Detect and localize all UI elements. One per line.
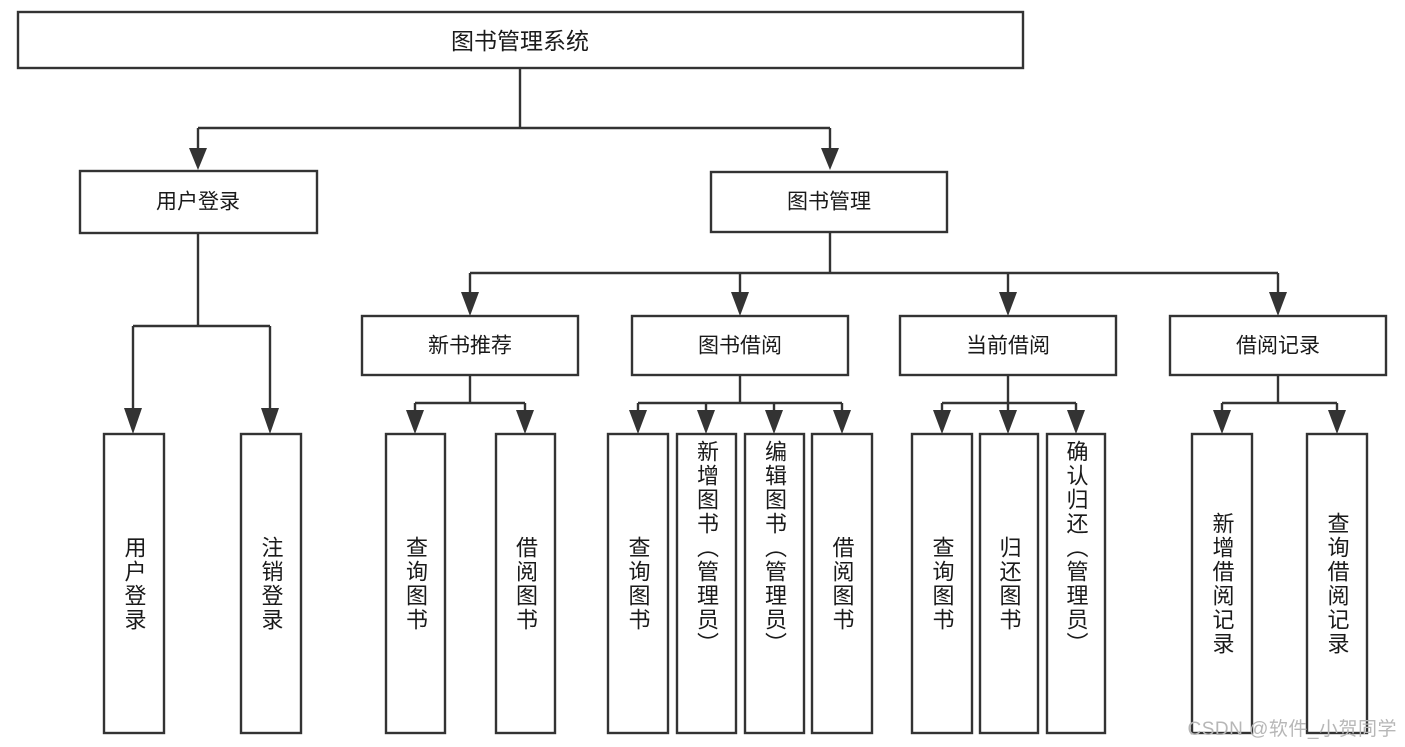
leaf-borrow-book-2-box[interactable]: [810, 432, 874, 735]
connector-currentborrow-to-leaves: [933, 375, 1085, 434]
arrow-head-icon: [516, 410, 534, 434]
node-user-login[interactable]: 用户登录: [78, 169, 319, 235]
node-current-borrow-box[interactable]: [898, 314, 1118, 377]
arrow-head-icon: [261, 408, 279, 434]
node-book-manage[interactable]: 图书管理: [709, 170, 949, 234]
arrow-head-icon: [461, 292, 479, 316]
leaf-user-login-box[interactable]: [102, 432, 166, 735]
node-root-box[interactable]: [16, 10, 1025, 70]
watermark-text: CSDN @软件_小贺同学: [1187, 719, 1397, 740]
leaf-edit-book-box[interactable]: [743, 432, 806, 735]
node-root-label: 图书管理系统: [451, 28, 589, 54]
leaf-query-record-box[interactable]: [1305, 432, 1369, 735]
node-current-borrow-label: 当前借阅: [966, 335, 1050, 358]
connector-bookmanage-to-level3: [461, 232, 1287, 316]
arrow-head-icon: [1328, 410, 1346, 434]
node-book-manage-box[interactable]: [709, 170, 949, 234]
node-borrow-record-box[interactable]: [1168, 314, 1388, 377]
node-user-login-box[interactable]: [78, 169, 319, 235]
node-book-borrow[interactable]: 图书借阅: [630, 314, 850, 377]
arrow-head-icon: [833, 410, 851, 434]
arrow-head-icon: [999, 410, 1017, 434]
node-new-book-recommend[interactable]: 新书推荐: [360, 314, 580, 377]
connector-borrowrecord-to-leaves: [1213, 375, 1346, 434]
node-borrow-record-label: 借阅记录: [1236, 335, 1320, 358]
arrow-head-icon: [1269, 292, 1287, 316]
node-borrow-record[interactable]: 借阅记录: [1168, 314, 1388, 377]
leaf-add-record-box[interactable]: [1190, 432, 1254, 735]
connector-newbook-to-leaves: [406, 375, 534, 434]
arrow-head-icon: [821, 148, 839, 170]
node-book-borrow-label: 图书借阅: [698, 335, 782, 358]
leaf-return-book-box[interactable]: [978, 432, 1040, 735]
arrow-head-icon: [999, 292, 1017, 316]
node-user-login-label: 用户登录: [156, 191, 240, 214]
node-book-borrow-box[interactable]: [630, 314, 850, 377]
connector-bookborrow-to-leaves: [629, 375, 851, 434]
node-new-book-recommend-label: 新书推荐: [428, 335, 512, 358]
node-current-borrow[interactable]: 当前借阅: [898, 314, 1118, 377]
leaf-boxes: [102, 432, 1369, 735]
arrow-head-icon: [1067, 410, 1085, 434]
arrow-head-icon: [933, 410, 951, 434]
arrow-head-icon: [124, 408, 142, 434]
arrow-head-icon: [731, 292, 749, 316]
leaf-user-logout-box[interactable]: [239, 432, 303, 735]
node-book-manage-label: 图书管理: [787, 191, 871, 214]
leaf-query-book-1-box[interactable]: [384, 432, 447, 735]
leaf-query-book-3-box[interactable]: [910, 432, 974, 735]
arrow-head-icon: [765, 410, 783, 434]
node-root[interactable]: 图书管理系统: [16, 10, 1025, 70]
leaf-add-book-box[interactable]: [675, 432, 738, 735]
connector-root-to-level2: [189, 68, 839, 170]
arrow-head-icon: [1213, 410, 1231, 434]
leaf-confirm-return-box[interactable]: [1045, 432, 1107, 735]
leaf-query-book-2-box[interactable]: [606, 432, 670, 735]
arrow-head-icon: [629, 410, 647, 434]
arrow-head-icon: [406, 410, 424, 434]
leaf-borrow-book-1-box[interactable]: [494, 432, 557, 735]
arrow-head-icon: [697, 410, 715, 434]
arrow-head-icon: [189, 148, 207, 170]
node-new-book-recommend-box[interactable]: [360, 314, 580, 377]
connector-userlogin-to-leaves: [124, 233, 279, 434]
